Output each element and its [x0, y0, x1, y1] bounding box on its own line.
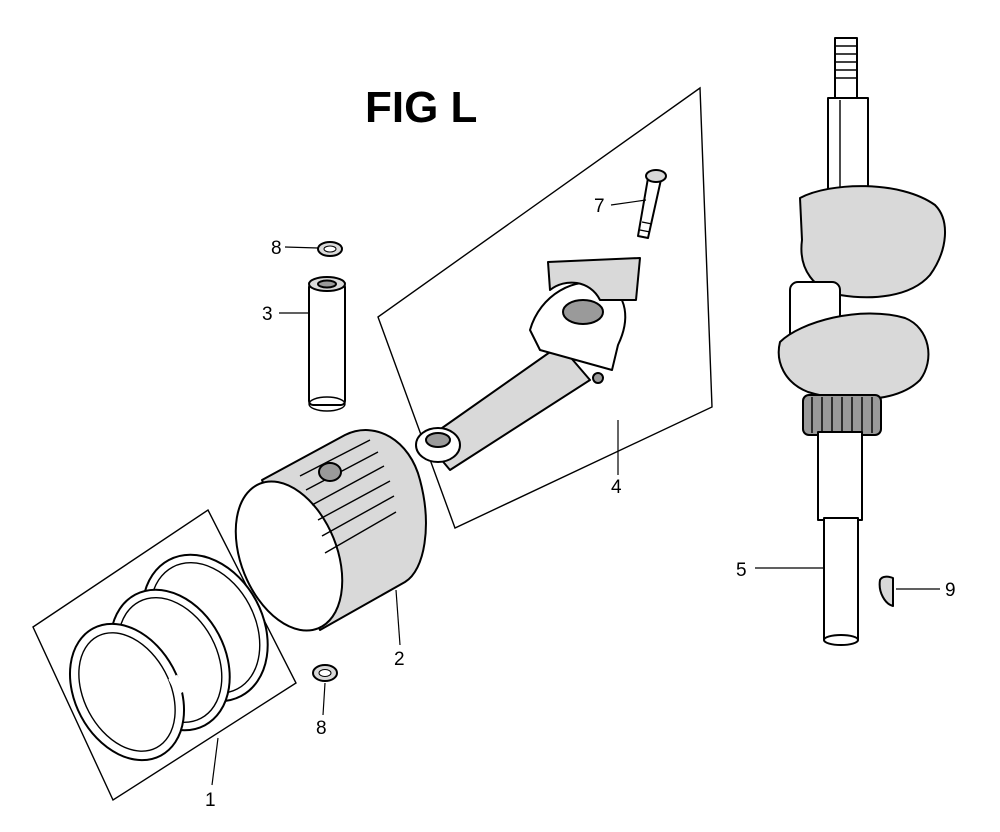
figure-title: FIG L: [365, 83, 477, 132]
piston[interactable]: [215, 429, 427, 646]
callout-8-lower: 8: [316, 718, 327, 739]
leader-lines: [211, 199, 940, 786]
connecting-rod-bolt[interactable]: [637, 169, 667, 239]
pin-bore: [318, 462, 342, 482]
rod-cap: [547, 257, 641, 301]
piston-pin-clip-lower[interactable]: [312, 664, 338, 682]
callout-5: 5: [736, 560, 747, 581]
ring-set-frame: [32, 508, 297, 802]
connecting-rod-assembly[interactable]: [377, 86, 713, 529]
callout-1: 1: [205, 790, 216, 811]
piston-ring-set[interactable]: [32, 508, 297, 802]
callout-3: 3: [262, 304, 273, 325]
callout-7: 7: [594, 196, 605, 217]
callout-8-upper: 8: [271, 238, 282, 259]
crank-web-lower: [777, 312, 930, 401]
piston-pin[interactable]: [308, 276, 346, 412]
piston-pin-clip-upper[interactable]: [317, 241, 343, 257]
crank-web-upper: [799, 185, 946, 299]
crankshaft[interactable]: [777, 37, 946, 646]
callout-2: 2: [394, 649, 405, 670]
callout-9: 9: [945, 580, 956, 601]
piston-crown: [234, 480, 344, 632]
callout-4: 4: [611, 477, 622, 498]
callout-labels: 1 2 3 4 5 7 8 8 9: [205, 196, 956, 811]
woodruff-key[interactable]: [878, 575, 894, 607]
